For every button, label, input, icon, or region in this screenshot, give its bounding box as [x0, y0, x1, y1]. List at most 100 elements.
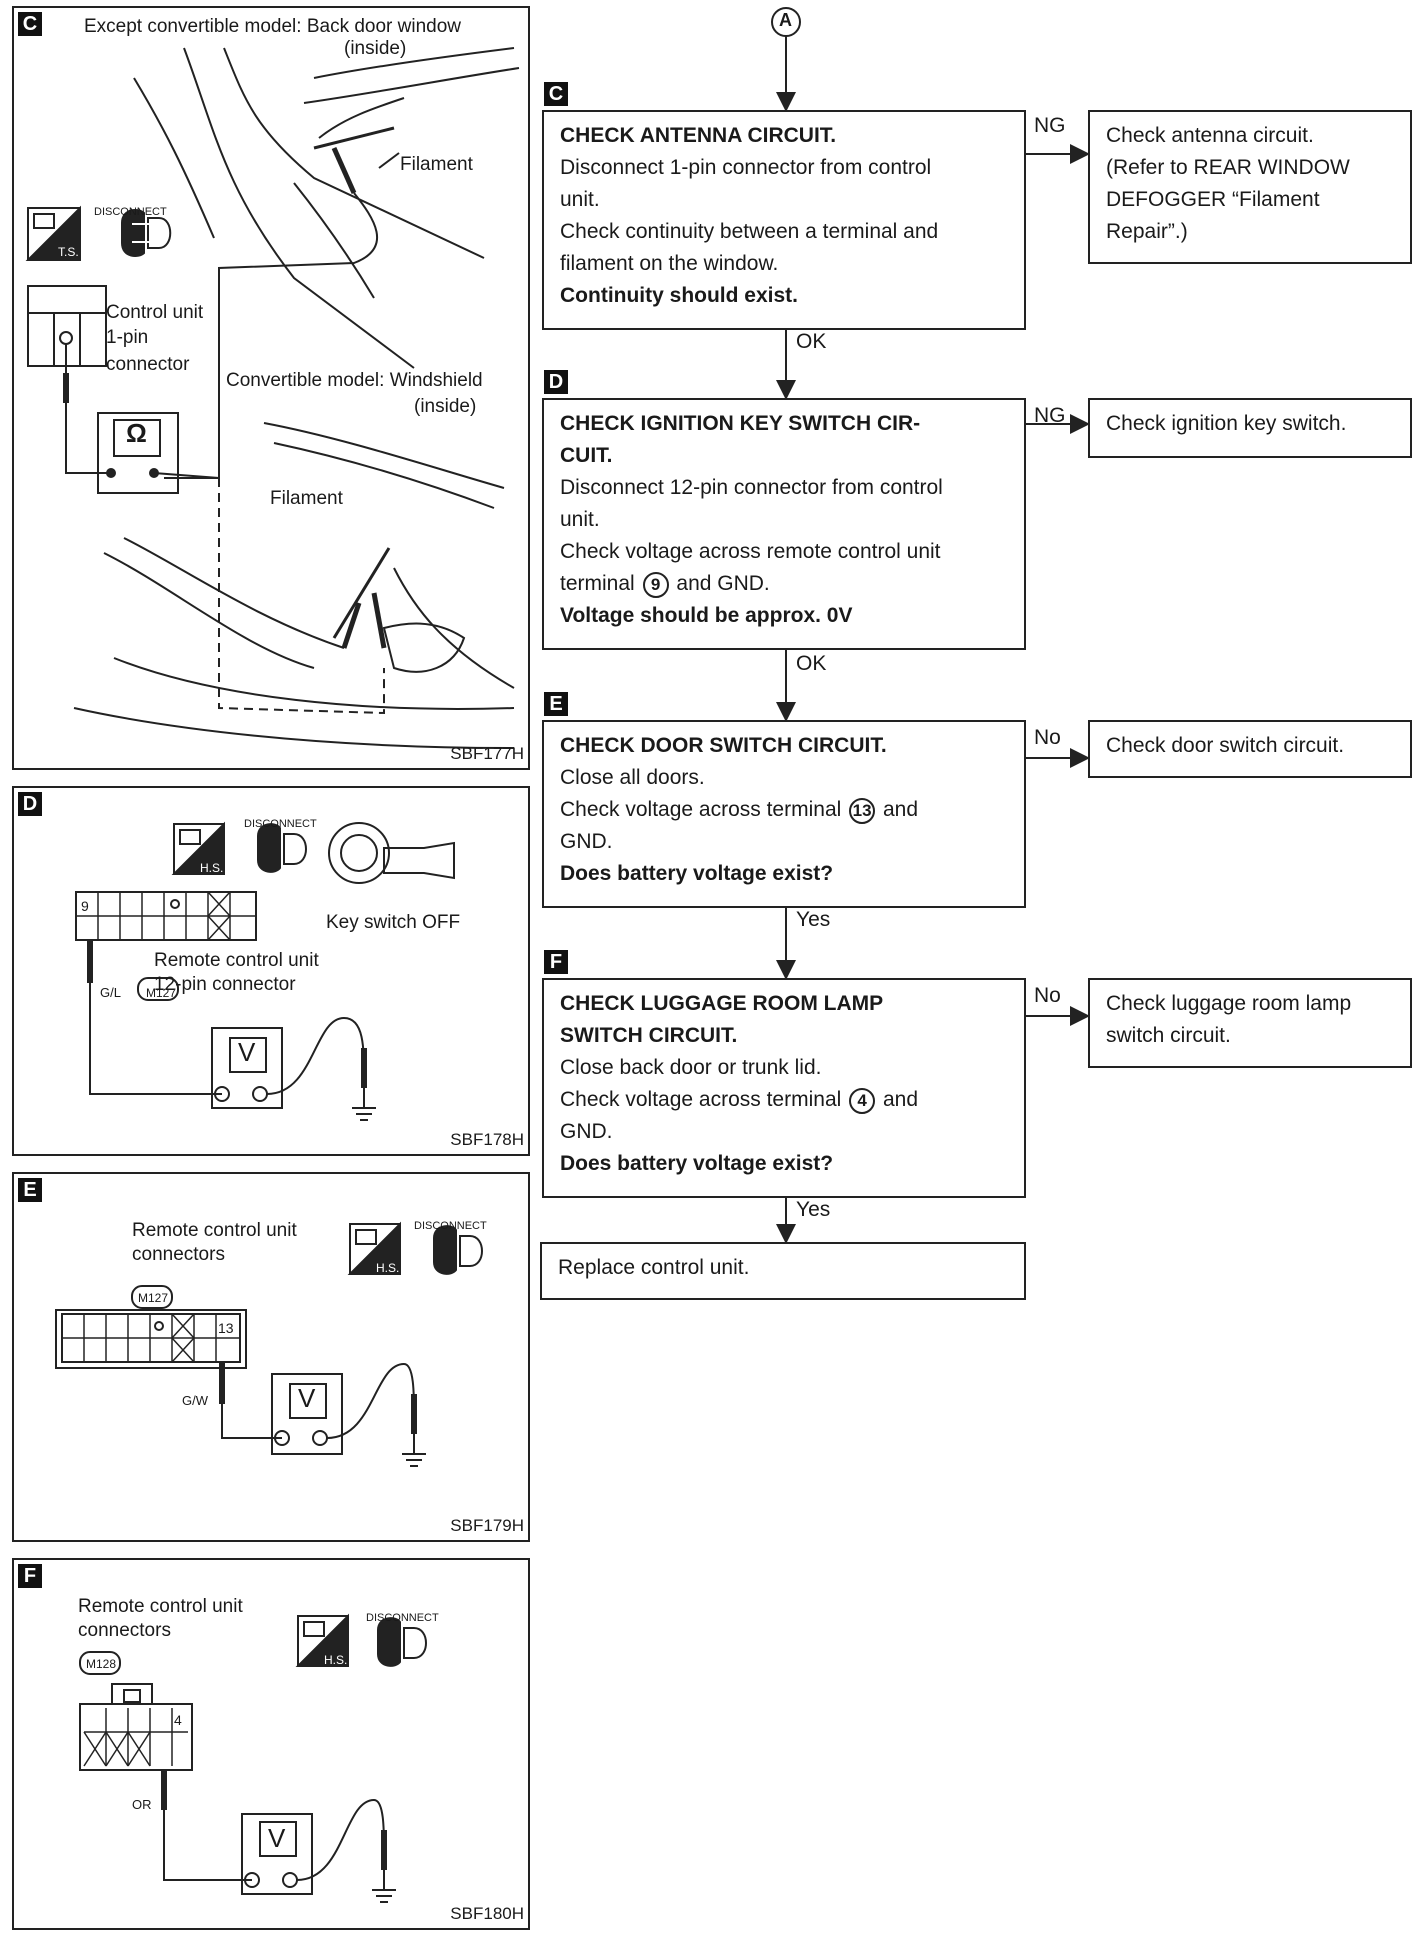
flow-step-f-title-1: CHECK LUGGAGE ROOM LAMP	[560, 992, 884, 1015]
panel-e-code: SBF179H	[450, 1516, 524, 1535]
panel-c-convertible-2: (inside)	[414, 396, 477, 417]
flow-step-f-label: F	[544, 950, 568, 974]
panel-f-hs-badge: H.S.	[324, 1653, 348, 1667]
flow-step-e-branch-result: Check door switch circuit.	[1088, 720, 1412, 778]
flow-step-c-line3: Check continuity between a terminal and	[560, 220, 939, 243]
flow-step-c-box: CHECK ANTENNA CIRCUIT. Disconnect 1-pin …	[542, 110, 1026, 330]
flow-step-d-box: CHECK IGNITION KEY SWITCH CIR- CUIT. Dis…	[542, 398, 1026, 650]
panel-f-pin-no: 4	[174, 1712, 182, 1728]
panel-e-pin-no: 13	[218, 1320, 234, 1336]
flow-step-c-line4: filament on the window.	[560, 252, 779, 275]
flow-entry-label: A	[779, 10, 792, 30]
panel-e-wire: G/W	[182, 1393, 208, 1408]
panel-e-meter: V	[298, 1383, 316, 1413]
panel-c-title: Except convertible model: Back door wind…	[84, 16, 462, 37]
flow-step-d-line4-post: and GND.	[676, 572, 770, 595]
flow-step-e-result: Does battery voltage exist?	[560, 862, 834, 885]
flow-step-c-label: C	[544, 82, 568, 106]
panel-c-antenna-diagram: C Except convertible model: Back door wi…	[12, 6, 530, 770]
panel-c-ohm-symbol: Ω	[126, 418, 147, 448]
flow-step-d-result: Voltage should be approx. 0V	[560, 604, 853, 627]
flow-step-e-next: Yes	[796, 908, 831, 931]
flow-step-e-branch: No	[1034, 726, 1061, 749]
flow-step-d-label: D	[544, 370, 568, 394]
flow-step-e-title: CHECK DOOR SWITCH CIRCUIT.	[560, 734, 887, 757]
ignition-illustration	[75, 821, 455, 1121]
panel-c-control-unit-1: Control unit	[106, 302, 204, 323]
panel-e-disconnect: DISCONNECT	[414, 1220, 487, 1232]
panel-c-convertible: Convertible model: Windshield	[226, 370, 483, 391]
flow-step-c-branch-line1: Check antenna circuit.	[1106, 124, 1314, 147]
panel-f-disconnect: DISCONNECT	[366, 1612, 439, 1624]
flow-step-c-branch-line3: DEFOGGER “Filament	[1106, 188, 1320, 211]
flow-step-f-branch-result: Check luggage room lamp switch circuit.	[1088, 978, 1412, 1068]
panel-c-disconnect: DISCONNECT	[94, 206, 167, 218]
panel-e-label: E	[18, 1178, 42, 1202]
flow-step-c-next: OK	[796, 330, 827, 353]
panel-e-connector-id: M127	[138, 1291, 169, 1305]
flow-step-e-line3: GND.	[560, 830, 613, 853]
panel-f-luggage-diagram: F Remote control unit connectors M128 H.…	[12, 1558, 530, 1930]
flow-step-d-title-2: CUIT.	[560, 444, 613, 467]
panel-d-code: SBF178H	[450, 1130, 524, 1149]
panel-f-label: F	[18, 1564, 42, 1588]
panel-f-connector-id: M128	[86, 1657, 117, 1671]
flow-step-c-title: CHECK ANTENNA CIRCUIT.	[560, 124, 837, 147]
panel-f-remote-1: Remote control unit	[78, 1596, 243, 1617]
panel-d-ignition-diagram: D H.S. DISCONNECT Key switch OFF 9 G/L R…	[12, 786, 530, 1156]
panel-e-hs-badge: H.S.	[376, 1261, 400, 1275]
flow-step-e-line2: Check voltage across terminal 13 and	[560, 794, 1008, 826]
flow-step-c-line1: Disconnect 1-pin connector from control	[560, 156, 932, 179]
flow-step-e-line1: Close all doors.	[560, 766, 705, 789]
panel-f-wire: OR	[132, 1797, 152, 1812]
panel-d-hs-badge: H.S.	[200, 861, 224, 875]
flow-step-e-branch-text: Check door switch circuit.	[1106, 734, 1345, 757]
flow-step-e-line2-pre: Check voltage across terminal	[560, 798, 842, 821]
door-illustration	[55, 1221, 483, 1467]
flow-step-d-branch: NG	[1034, 404, 1066, 427]
panel-e-door-diagram: E Remote control unit connectors M127 H.…	[12, 1172, 530, 1542]
flow-step-e-label: E	[544, 692, 568, 716]
flow-step-d-title-1: CHECK IGNITION KEY SWITCH CIR-	[560, 412, 921, 435]
flow-step-d-line4-pre: terminal	[560, 572, 635, 595]
panel-d-pin-no: 9	[81, 898, 89, 914]
panel-c-filament-label-2: Filament	[270, 488, 343, 509]
panel-c-code: SBF177H	[450, 744, 524, 763]
flow-step-d-line4: terminal 9 and GND.	[560, 568, 1008, 600]
panel-f-remote-2: connectors	[78, 1620, 171, 1641]
flow-step-f-line2-post: and	[882, 1088, 919, 1111]
flow-step-c-line2: unit.	[560, 188, 600, 211]
panel-e-remote-1: Remote control unit	[132, 1220, 297, 1241]
flow-step-c-branch: NG	[1034, 114, 1066, 137]
panel-d-label: D	[18, 792, 42, 816]
flow-step-f-branch: No	[1034, 984, 1061, 1007]
panel-c-filament-label: Filament	[400, 154, 473, 175]
flow-step-c-branch-line4: Repair”.)	[1106, 220, 1188, 243]
flow-step-f-line1: Close back door or trunk lid.	[560, 1056, 822, 1079]
flow-step-c-result: Continuity should exist.	[560, 284, 799, 307]
flow-step-d-line1: Disconnect 12-pin connector from control	[560, 476, 943, 499]
flow-step-c-branch-result: Check antenna circuit. (Refer to REAR WI…	[1088, 110, 1412, 264]
panel-c-label: C	[18, 12, 42, 36]
panel-c-control-unit-2: 1-pin	[106, 327, 149, 348]
antenna-illustration	[25, 47, 520, 749]
panel-f-meter: V	[268, 1823, 286, 1853]
flow-step-f-line2-pre: Check voltage across terminal	[560, 1088, 842, 1111]
flow-step-f-branch-line2: switch circuit.	[1106, 1024, 1231, 1047]
luggage-illustration	[79, 1613, 427, 1903]
flow-step-e-terminal: 13	[849, 798, 876, 824]
panel-c-control-unit-3: connector	[106, 354, 190, 375]
flow-step-f-result: Does battery voltage exist?	[560, 1152, 834, 1175]
flow-step-f-title-2: SWITCH CIRCUIT.	[560, 1024, 738, 1047]
flow-step-d-line3: Check voltage across remote control unit	[560, 540, 941, 563]
panel-d-connector-id: M127	[146, 986, 177, 1000]
panel-d-wire: G/L	[100, 985, 121, 1000]
flow-step-f-box: CHECK LUGGAGE ROOM LAMP SWITCH CIRCUIT. …	[542, 978, 1026, 1198]
flow-step-f-terminal: 4	[849, 1088, 876, 1114]
panel-d-disconnect: DISCONNECT	[244, 818, 317, 830]
flow-step-f-line2: Check voltage across terminal 4 and	[560, 1084, 1008, 1116]
flow-step-d-terminal: 9	[642, 572, 669, 598]
panel-d-remote-2: 12-pin connector	[154, 974, 296, 995]
flow-step-d-branch-result: Check ignition key switch.	[1088, 398, 1412, 458]
panel-c-ts-badge: T.S.	[58, 245, 79, 259]
